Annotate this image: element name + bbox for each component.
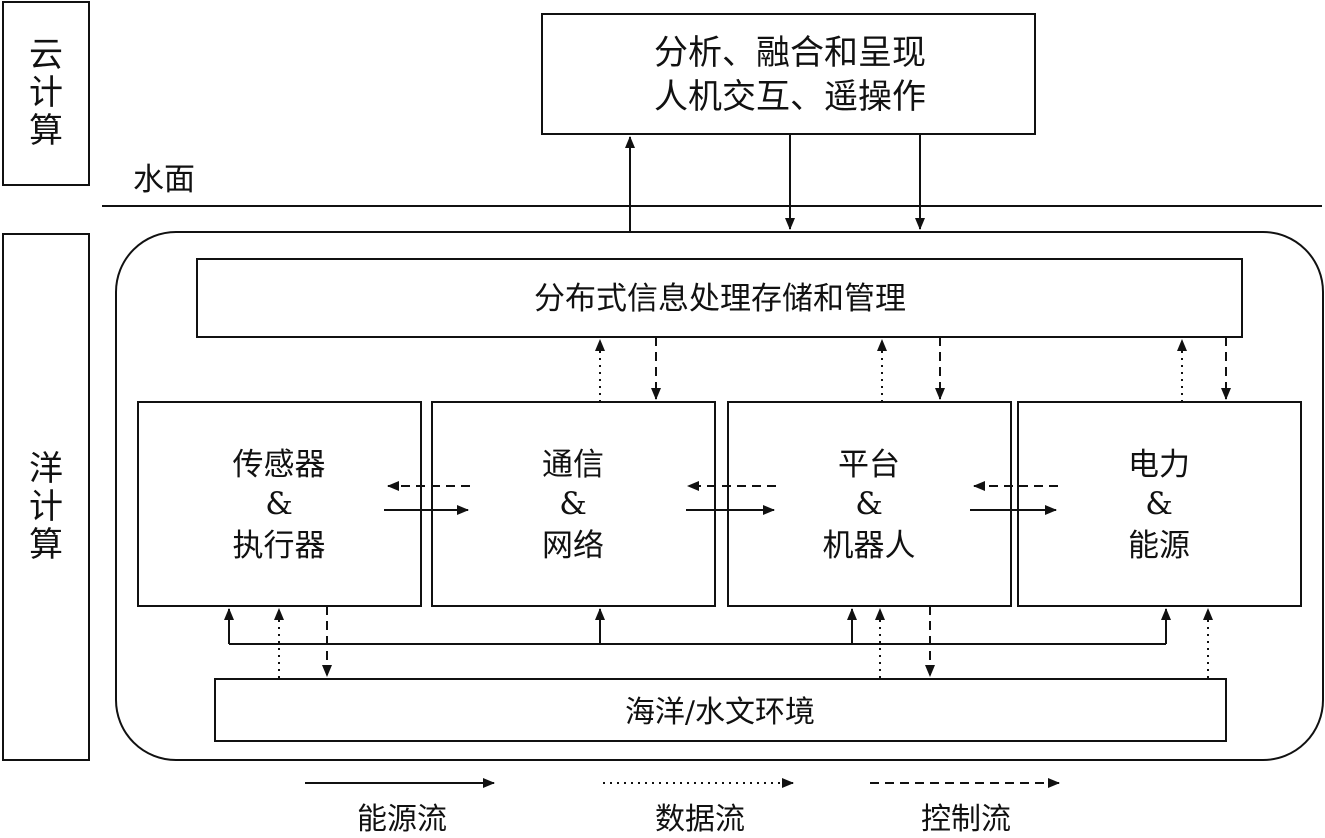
analysis-box-frame (541, 13, 1036, 135)
legend-control-label: 控制流 (921, 802, 1011, 837)
module-power-energy-line1: 电力 (1128, 447, 1190, 483)
module-sensor-actuator-line1: 传感器 (233, 447, 326, 483)
info-processing-box-frame (196, 258, 1243, 338)
module-power-energy-line2: & (1145, 486, 1173, 522)
cloud-computing-label: 云 计 算 (2, 1, 90, 186)
info-processing-box-label: 分布式信息处理存储和管理 (534, 281, 906, 317)
cloud-char-2: 计 (29, 73, 63, 113)
module-communication-network: 通信 & 网络 (431, 401, 716, 607)
module-communication-network-line2: & (559, 486, 587, 522)
legend-data-label: 数据流 (655, 802, 745, 837)
module-sensor-actuator-line2: & (265, 486, 293, 522)
analysis-box-line1: 分析、融合和呈现 (654, 33, 926, 73)
ocean-container (115, 231, 1324, 761)
info-processing-box: 分布式信息处理存储和管理 (196, 258, 1243, 338)
module-sensor-actuator-line3: 执行器 (233, 528, 326, 564)
environment-box: 海洋/水文环境 (214, 678, 1227, 742)
cloud-char-1: 云 (29, 35, 63, 75)
legend: 能源流 数据流 控制流 (305, 778, 1060, 837)
cloud-char-3: 算 (29, 111, 63, 151)
analysis-box-line2: 人机交互、遥操作 (654, 77, 926, 117)
module-power-energy-line3: 能源 (1128, 528, 1190, 564)
module-communication-network-line1: 通信 (542, 447, 604, 483)
module-platform-robot-line1: 平台 (838, 447, 900, 483)
module-power-energy: 电力 & 能源 (1017, 401, 1302, 607)
module-platform-robot-line3: 机器人 (823, 528, 916, 564)
ocean-char-3: 算 (29, 525, 63, 565)
ocean-char-2: 计 (29, 487, 63, 527)
module-communication-network-frame (431, 401, 716, 607)
module-sensor-actuator-frame (137, 401, 422, 607)
ocean-label-frame (2, 233, 90, 761)
water-surface-label: 水面 (133, 162, 195, 198)
module-sensor-actuator: 传感器 & 执行器 (137, 401, 422, 607)
legend-energy-label: 能源流 (357, 802, 447, 837)
ocean-char-1: 洋 (29, 449, 63, 489)
module-platform-robot: 平台 & 机器人 (727, 401, 1012, 607)
module-platform-robot-frame (727, 401, 1012, 607)
module-communication-network-line3: 网络 (542, 528, 604, 564)
analysis-box: 分析、融合和呈现 人机交互、遥操作 (541, 13, 1036, 135)
ocean-computing-label: 洋 计 算 (2, 233, 90, 761)
cloud-label-frame (2, 1, 90, 186)
module-platform-robot-line2: & (855, 486, 883, 522)
environment-box-label: 海洋/水文环境 (625, 695, 815, 730)
environment-box-frame (214, 678, 1227, 742)
module-power-energy-frame (1017, 401, 1302, 607)
